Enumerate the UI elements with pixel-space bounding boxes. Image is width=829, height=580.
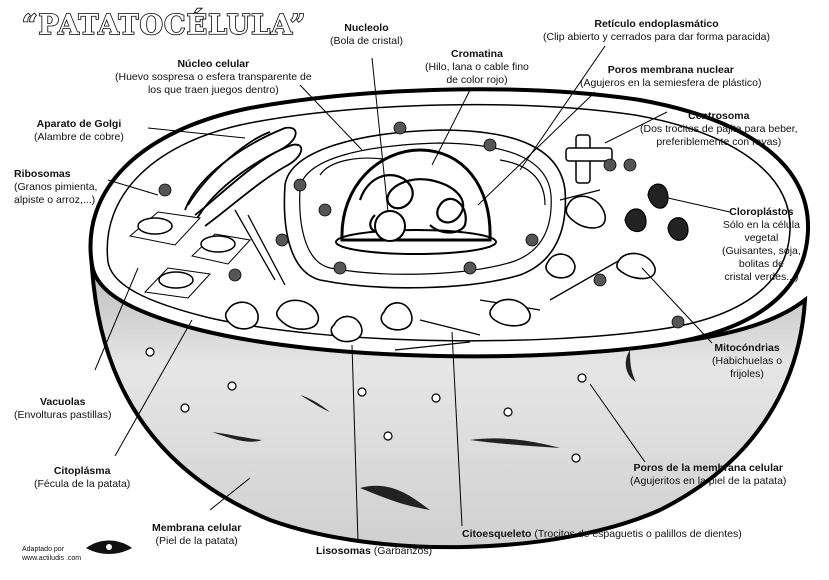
- vacuoles: [128, 211, 251, 299]
- cell-membrane-pores: [145, 347, 587, 463]
- label-vacuolas: Vacuolas(Envolturas pastillas): [14, 396, 112, 421]
- leader-lines: [94, 45, 731, 543]
- membrane-fold: [360, 485, 430, 510]
- cytoskeleton: [234, 189, 621, 351]
- ribosomes: [158, 121, 685, 329]
- label-centrosoma: Centrosoma(Dos trocitos de pajita para b…: [640, 110, 798, 148]
- mitochondria: [275, 195, 656, 330]
- cell-membrane-inner: [106, 103, 791, 342]
- nucleolus: [374, 210, 406, 242]
- label-nucleolo: Nucleolo(Bola de cristal): [330, 22, 403, 47]
- lysosomes: [224, 253, 576, 343]
- label-reticulo: Retículo endoplasmático(Clip abierto y c…: [543, 18, 771, 43]
- golgi-apparatus: [184, 126, 303, 227]
- chloroplasts: [624, 183, 689, 241]
- label-ribosomas: Ribosomas(Granos pimienta,alpiste o arro…: [14, 168, 98, 206]
- label-citoplasma: Citoplásma(Fécula de la patata): [34, 465, 131, 490]
- label-lisosomas: Lisosomas (Garbanzos): [316, 545, 433, 557]
- centrosome: [565, 134, 613, 184]
- page-title: “PATATOCÉLULA”: [21, 9, 307, 42]
- label-citoesqueleto: Citoesqueleto (Trocitos de espaguetis o …: [462, 528, 742, 540]
- endoplasmic-reticulum: [283, 129, 567, 289]
- label-membrana: Membrana celular(Piel de la patata): [152, 522, 242, 547]
- label-golgi: Aparato de Golgi(Alambre de cobre): [34, 118, 124, 143]
- label-poros-celular: Poros de la membrana celular(Agujeritos …: [630, 462, 787, 487]
- label-poros-nuclear: Poros membrana nuclear(Agujeros en la se…: [580, 64, 762, 89]
- label-nucleo: Núcleo celular(Huevo sospresa o esfera t…: [115, 58, 312, 96]
